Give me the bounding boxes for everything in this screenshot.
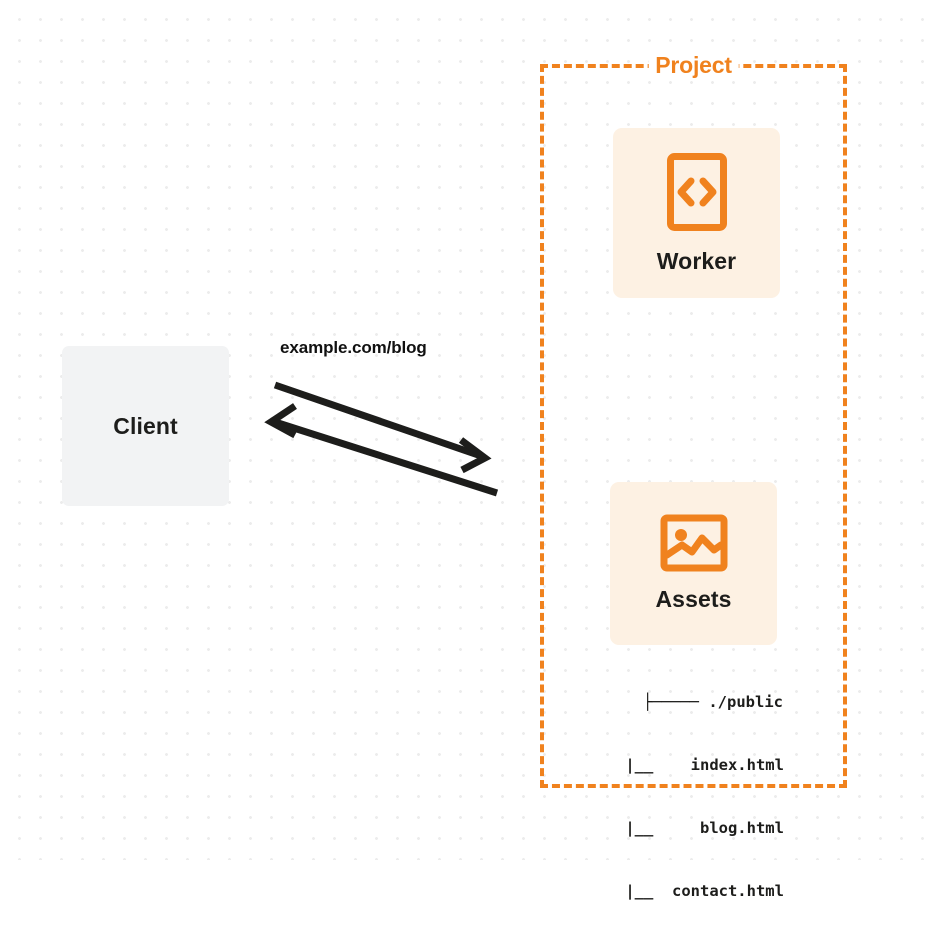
worker-label: Worker (656, 247, 737, 274)
request-arrow (273, 381, 492, 474)
client-label: Client (113, 412, 178, 439)
assets-file-tree: ├───── ./public |__ index.html |__ blog.… (588, 650, 784, 944)
file-tree-line: |__ contact.html (588, 882, 784, 900)
worker-node[interactable]: Worker (613, 128, 780, 298)
request-response-arrows (264, 381, 499, 497)
response-arrow (264, 403, 499, 497)
image-picture-icon (660, 514, 727, 572)
project-container: Project (540, 52, 847, 788)
file-tree-line: ├───── ./public (643, 693, 783, 711)
assets-node[interactable]: Assets (610, 482, 777, 645)
client-node[interactable]: Client (62, 346, 229, 506)
assets-label: Assets (655, 586, 732, 612)
project-title: Project (648, 52, 739, 79)
diagram-canvas: Client example.com/blog Project Worker (0, 0, 938, 900)
file-tree-line: |__ blog.html (588, 819, 784, 837)
file-tree-line: |__ index.html (588, 756, 784, 774)
code-file-icon (666, 152, 727, 231)
edge-label-url: example.com/blog (280, 338, 427, 357)
